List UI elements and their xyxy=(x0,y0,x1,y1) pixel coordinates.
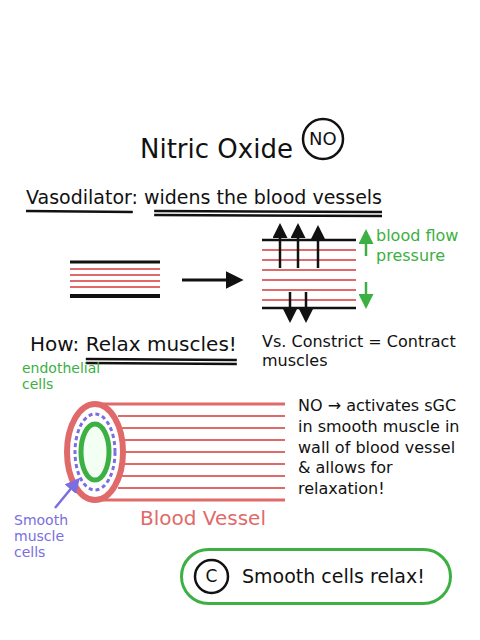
transition-arrow xyxy=(182,279,240,282)
circle-outline-shape xyxy=(303,119,343,159)
circle-outline-shape xyxy=(195,560,228,593)
contrast-note: Vs. Constrict = Contract muscles xyxy=(262,332,467,370)
underline xyxy=(154,215,382,216)
circle-text: C xyxy=(206,566,218,586)
title: Nitric Oxide xyxy=(140,134,293,164)
underline xyxy=(154,211,382,212)
part-label: Smooth muscle cells xyxy=(14,512,94,560)
definition-text: Vasodilator: widens the blood vessels xyxy=(26,186,466,209)
box-text: Smooth cells relax! xyxy=(242,565,433,588)
wide-vessel xyxy=(262,226,356,320)
decrease-arrow xyxy=(365,282,368,306)
effect-label: blood flow pressure xyxy=(376,226,468,266)
part-label: endothelial cells xyxy=(22,360,126,392)
acronym-circle: NO xyxy=(301,117,345,161)
note-text: NO → activates sGC in smooth muscle in w… xyxy=(298,396,468,500)
step-circle: C xyxy=(193,558,230,595)
increase-arrow xyxy=(365,232,368,256)
narrow-vessel xyxy=(70,262,160,296)
blood-vessel-tube xyxy=(67,404,285,500)
leader-arrow xyxy=(55,480,78,508)
underline xyxy=(26,211,133,212)
underline xyxy=(86,363,237,364)
underline xyxy=(86,359,237,360)
conclusion-box: Smooth cells relax! C xyxy=(180,548,452,605)
mechanism-text: How: Relax muscles! xyxy=(30,332,260,356)
circle-text: NO xyxy=(309,128,337,150)
part-label: Blood Vessel xyxy=(140,506,340,530)
